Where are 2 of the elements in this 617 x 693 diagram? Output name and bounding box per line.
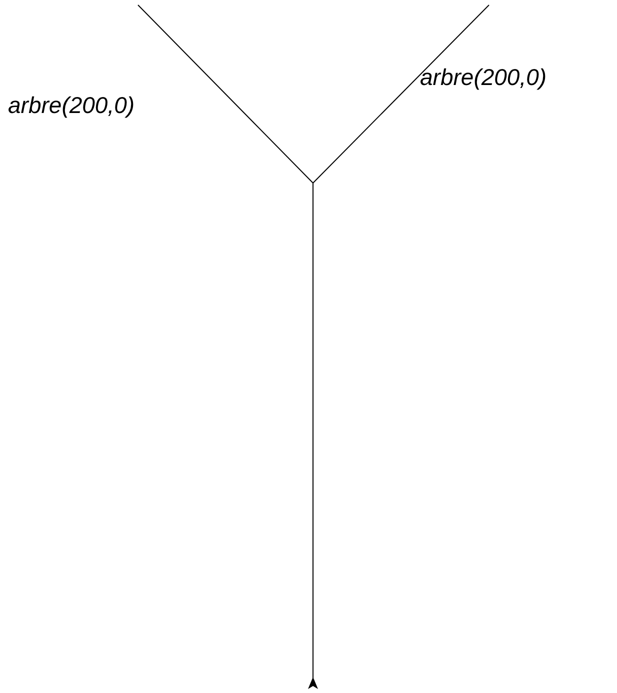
- label: arbre(200,0): [420, 63, 547, 92]
- label: arbre(200,0): [8, 91, 135, 120]
